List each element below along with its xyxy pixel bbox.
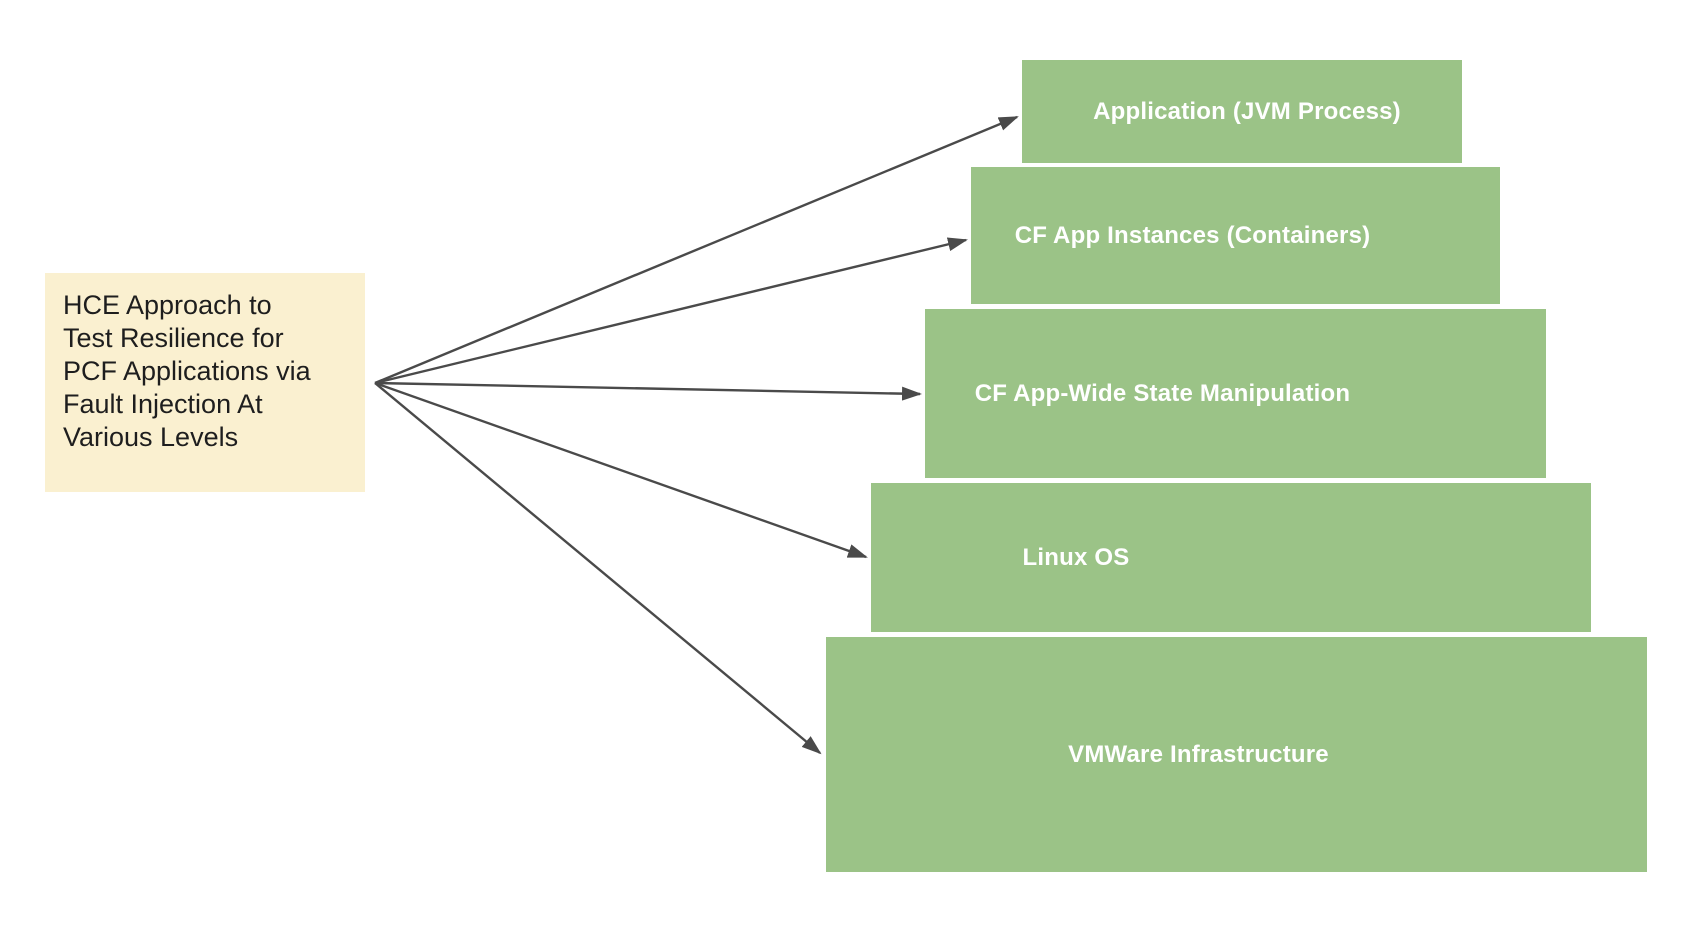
level-box-vmware-infrastructure: VMWare Infrastructure xyxy=(826,637,1647,872)
note-text-line-5: Various Levels xyxy=(63,422,239,452)
note-text-line-1: HCE Approach to xyxy=(63,290,272,320)
level-box-application-jvm-process: Application (JVM Process) xyxy=(1022,60,1462,163)
level-label-application-jvm-process: Application (JVM Process) xyxy=(1093,97,1401,125)
level-label-vmware-infrastructure: VMWare Infrastructure xyxy=(1068,740,1329,768)
level-box-cf-app-instances: CF App Instances (Containers) xyxy=(971,167,1500,304)
level-label-cf-app-wide-state-manipulation: CF App-Wide State Manipulation xyxy=(974,379,1351,407)
arrow-to-application-icon xyxy=(374,115,1019,385)
level-box-cf-app-wide-state-manipulation: CF App-Wide State Manipulation xyxy=(925,309,1546,478)
level-box-linux-os: Linux OS xyxy=(871,483,1591,632)
level-label-linux-os: Linux OS xyxy=(1022,543,1130,571)
arrow-to-cf-app-wide-state-icon xyxy=(374,381,922,401)
approach-note-box: HCE Approach to Test Resilience for PCF … xyxy=(45,273,365,492)
arrow-to-linux-os-icon xyxy=(374,381,868,559)
note-text-line-2: Test Resilience for xyxy=(63,323,284,353)
arrow-to-vmware-infrastructure-icon xyxy=(374,382,822,755)
note-text-line-4: Fault Injection At xyxy=(63,389,263,419)
level-label-cf-app-instances: CF App Instances (Containers) xyxy=(1014,221,1371,249)
arrow-to-cf-app-instances-icon xyxy=(374,237,968,385)
note-text-line-3: PCF Applications via xyxy=(63,356,311,386)
